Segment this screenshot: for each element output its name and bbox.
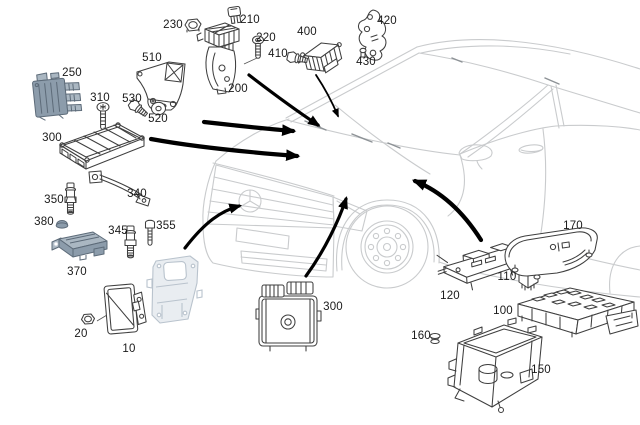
ghost-bracket [144, 253, 204, 325]
callout-430[interactable]: 430 [356, 56, 376, 68]
part-200-control-unit-assembly [191, 20, 255, 95]
part-10-radar-sensor [95, 280, 149, 344]
callout-150[interactable]: 150 [531, 364, 551, 376]
callout-520[interactable]: 520 [148, 113, 168, 125]
callout-400[interactable]: 400 [297, 26, 317, 38]
callout-170[interactable]: 170 [563, 220, 583, 232]
part-345-sensor [122, 225, 140, 260]
callout-510[interactable]: 510 [142, 52, 162, 64]
callout-420[interactable]: 420 [377, 15, 397, 27]
callout-410[interactable]: 410 [268, 48, 288, 60]
part-220-screw [251, 35, 266, 62]
callout-300a[interactable]: 300 [42, 132, 62, 144]
arrow-fusebox-to-car [411, 178, 484, 243]
part-510-bracket [133, 57, 190, 114]
callout-530[interactable]: 530 [122, 93, 142, 105]
callout-300b[interactable]: 300 [323, 301, 343, 313]
part-210-fuse [225, 5, 245, 29]
fuse-grid [531, 289, 616, 310]
part-300a-ecu [50, 115, 150, 183]
arrow-510-to-car [201, 119, 297, 136]
part-160-clip [428, 332, 443, 345]
part-410-bolt [286, 51, 310, 69]
arrow-400-to-car [315, 74, 339, 118]
arrow-10-to-grille [183, 203, 243, 250]
callout-230[interactable]: 230 [163, 19, 183, 31]
part-430-clip [358, 47, 369, 60]
part-520-washer [150, 101, 167, 116]
callout-345[interactable]: 345 [108, 225, 128, 237]
arrow-200-to-car [247, 73, 321, 127]
callout-20[interactable]: 20 [74, 328, 88, 340]
callout-210[interactable]: 210 [240, 14, 260, 26]
part-340-bracket-arm [86, 169, 153, 208]
arrow-300-to-car [148, 136, 301, 162]
callout-160[interactable]: 160 [411, 330, 431, 342]
callout-350[interactable]: 350 [44, 194, 64, 206]
callout-250[interactable]: 250 [62, 67, 82, 79]
part-370-module [50, 225, 110, 269]
callout-355[interactable]: 355 [156, 220, 176, 232]
part-530-bolt [125, 99, 150, 125]
part-230-nut [183, 17, 203, 34]
part-380-grommet [54, 216, 70, 230]
callout-100[interactable]: 100 [493, 305, 513, 317]
wheel-lug-holes [367, 227, 407, 267]
part-400-control-unit [297, 35, 348, 81]
part-355-screw [142, 219, 158, 249]
car-body [202, 39, 640, 298]
callout-310[interactable]: 310 [90, 92, 110, 104]
callout-380[interactable]: 380 [34, 216, 54, 228]
callout-340[interactable]: 340 [127, 188, 147, 200]
part-150-fusebox-housing [444, 315, 550, 414]
callout-370[interactable]: 370 [67, 266, 87, 278]
leader-220 [243, 57, 258, 65]
part-250-module [27, 70, 88, 122]
arrow-300b-to-car [304, 195, 348, 278]
part-300b-engine-ecu [254, 279, 326, 353]
callout-220[interactable]: 220 [256, 32, 276, 44]
callout-10[interactable]: 10 [122, 343, 136, 355]
part-100-fuse-relay-block [512, 280, 640, 348]
callout-200[interactable]: 200 [228, 83, 248, 95]
callout-120[interactable]: 120 [440, 290, 460, 302]
part-420-bracket [351, 7, 391, 65]
part-170-fusebox-cover [499, 224, 605, 282]
ghost-bracket-drawing [146, 255, 203, 324]
part-350-sensor [62, 182, 80, 216]
part-20-nut [80, 312, 96, 327]
callout-110[interactable]: 110 [497, 271, 517, 283]
